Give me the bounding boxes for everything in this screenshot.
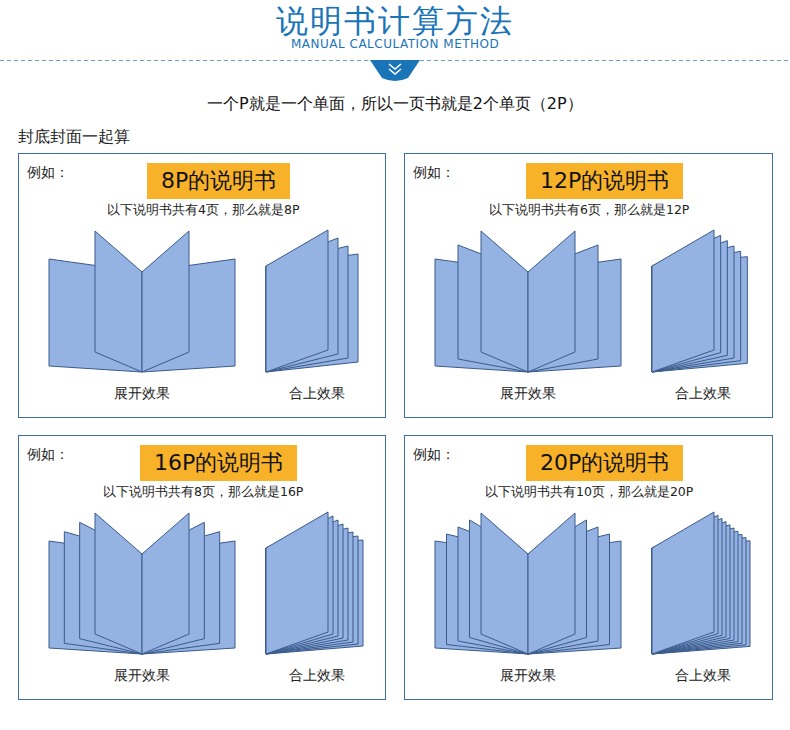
booklet-tag-text: 12P的说明书 [540, 168, 669, 193]
open-caption: 展开效果 [500, 385, 556, 403]
intro-note: 一个P就是一个单面，所以一页书就是2个单页（2P） [207, 94, 583, 115]
booklet-tag: 12P的说明书 [526, 163, 683, 199]
page-count-note: 以下说明书共有4页，那么就是8P [107, 202, 299, 219]
example-panel: 例如： 以下说明书共有8页，那么就是16P 展开效果 合上效果 16P的说明书 [18, 435, 386, 700]
page-count-note: 以下说明书共有8页，那么就是16P [103, 484, 303, 501]
page-count-note: 以下说明书共有6页，那么就是12P [489, 202, 689, 219]
page-count-note: 以下说明书共有10页，那么就是20P [485, 484, 693, 501]
booklet-tag: 20P的说明书 [526, 445, 683, 481]
booklet-tag: 16P的说明书 [140, 445, 297, 481]
booklet-tag-text: 16P的说明书 [154, 450, 283, 475]
example-label: 例如： [413, 446, 455, 464]
example-label: 例如： [27, 446, 69, 464]
booklet-tag: 8P的说明书 [147, 163, 290, 199]
example-label: 例如： [27, 164, 69, 182]
section-note: 封底封面一起算 [18, 127, 130, 148]
booklet-tag-text: 20P的说明书 [540, 450, 669, 475]
booklet-tag-text: 8P的说明书 [161, 168, 276, 193]
closed-caption: 合上效果 [675, 667, 731, 685]
page-subtitle: MANUAL CALCULATION METHOD [291, 37, 499, 51]
open-caption: 展开效果 [500, 667, 556, 685]
example-panel: 例如： 以下说明书共有6页，那么就是12P 展开效果 合上效果 12P的说明书 [404, 153, 773, 418]
closed-caption: 合上效果 [289, 667, 345, 685]
example-panel: 例如： 以下说明书共有4页，那么就是8P 展开效果 合上效果 8P的说明书 [18, 153, 386, 418]
closed-caption: 合上效果 [289, 385, 345, 403]
example-panel: 例如： 以下说明书共有10页，那么就是20P 展开效果 合上效果 20P的说明书 [404, 435, 773, 700]
closed-caption: 合上效果 [675, 385, 731, 403]
example-label: 例如： [413, 164, 455, 182]
open-caption: 展开效果 [114, 385, 170, 403]
open-caption: 展开效果 [114, 667, 170, 685]
